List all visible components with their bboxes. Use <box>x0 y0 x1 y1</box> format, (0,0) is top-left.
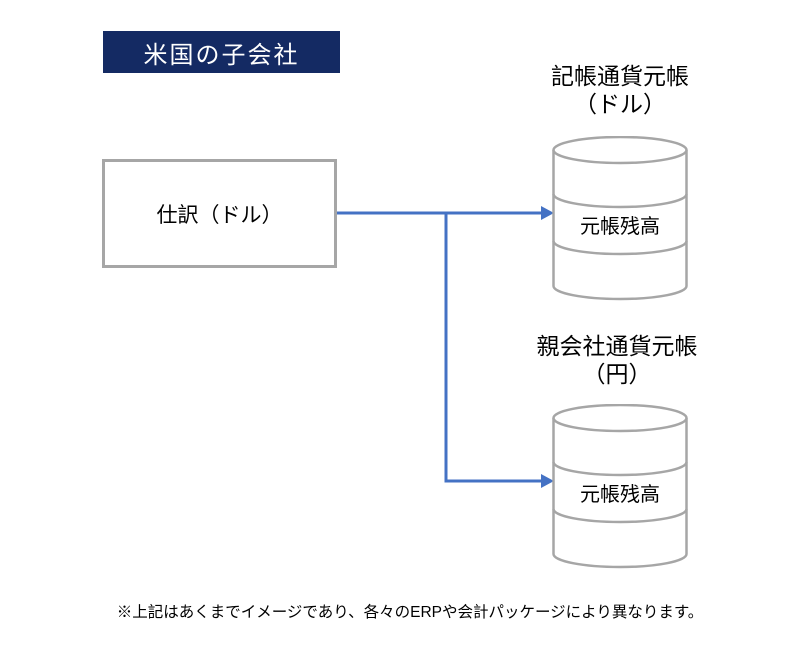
booking-database-cylinder-icon <box>552 136 688 301</box>
cylinder-separator <box>552 461 688 477</box>
cylinder-separator <box>552 193 688 209</box>
cylinder-separator <box>552 508 688 524</box>
cylinder-top <box>552 404 688 433</box>
parent-database-cylinder-icon <box>552 404 688 569</box>
booking-ledger-balance-label: 元帳残高 <box>580 216 660 238</box>
journal-entry-box: 仕訳（ドル） <box>102 159 337 268</box>
booking-ledger-label: 記帳通貨元帳 （ドル） <box>490 62 750 118</box>
journal-entry-label: 仕訳（ドル） <box>156 203 283 227</box>
booking-ledger-title: 記帳通貨元帳 <box>551 63 689 89</box>
us-subsidiary-title-box: 米国の子会社 <box>103 31 340 73</box>
us-subsidiary-title-label: 米国の子会社 <box>143 41 300 69</box>
cylinder-top <box>552 136 688 165</box>
booking-ledger-currency: （ドル） <box>574 91 666 117</box>
cylinder-body <box>552 418 688 569</box>
parent-ledger-currency: （円） <box>582 361 652 387</box>
parent-ledger-balance-label: 元帳残高 <box>580 484 660 506</box>
cylinder-separator <box>552 240 688 256</box>
footnote: ※上記はあくまでイメージであり、各々のERPや会計パッケージにより異なります。 <box>116 604 704 621</box>
cylinder-body <box>552 150 688 301</box>
parent-ledger-title: 親会社通貨元帳 <box>536 333 698 359</box>
parent-ledger-label: 親会社通貨元帳 （円） <box>487 332 747 388</box>
